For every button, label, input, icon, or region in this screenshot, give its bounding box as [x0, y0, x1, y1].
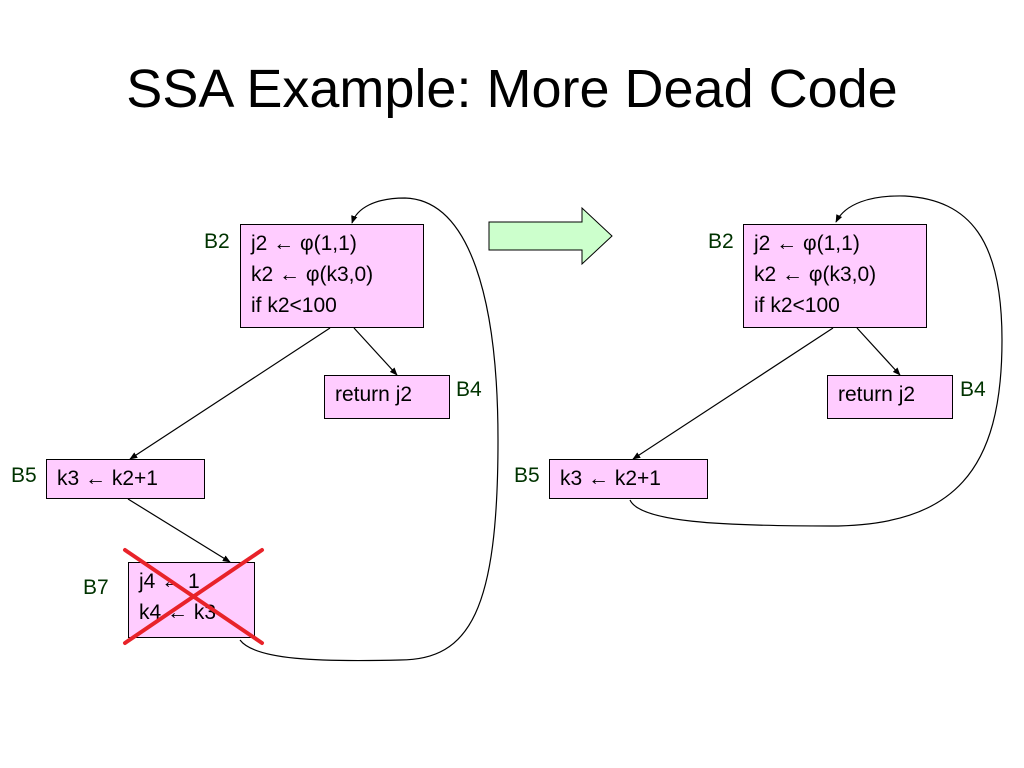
- left-b4-block: return j2: [324, 375, 450, 419]
- left-b7-label: B7: [83, 576, 109, 599]
- left-b7-block: j4 ← 1 k4 ← k3: [128, 562, 255, 638]
- left-b5-line-1: k3 ← k2+1: [57, 467, 158, 490]
- right-b2-line-2: k2 ← φ(k3,0): [754, 263, 877, 286]
- edge-left-b5-b7: [127, 498, 231, 563]
- right-b2-label: B2: [708, 230, 734, 253]
- edge-right-b2-b4: [856, 327, 901, 376]
- right-b2-line-3: if k2<100: [754, 294, 840, 317]
- left-b7-line-1: j4 ← 1: [139, 570, 200, 593]
- right-b4-block: return j2: [827, 375, 953, 419]
- edge-right-b2-b5: [632, 327, 834, 460]
- edge-left-b2-b4: [353, 327, 398, 376]
- left-b7-line-2: k4 ← k3: [139, 601, 217, 624]
- right-b4-line-1: return j2: [838, 383, 916, 406]
- left-b5-label: B5: [11, 464, 37, 487]
- left-b2-line-1: j2 ← φ(1,1): [251, 232, 357, 255]
- left-b4-label: B4: [456, 378, 482, 401]
- right-b5-line-1: k3 ← k2+1: [560, 467, 661, 490]
- left-b2-line-2: k2 ← φ(k3,0): [251, 263, 374, 286]
- left-b5-block: k3 ← k2+1: [46, 459, 205, 499]
- right-b4-label: B4: [960, 378, 986, 401]
- left-b2-line-3: if k2<100: [251, 294, 337, 317]
- right-b2-line-1: j2 ← φ(1,1): [754, 232, 860, 255]
- block-arrow-right-icon: [488, 206, 613, 266]
- edge-left-b2-b5: [129, 327, 331, 460]
- left-b2-block: j2 ← φ(1,1) k2 ← φ(k3,0) if k2<100: [240, 224, 424, 328]
- slide-title: SSA Example: More Dead Code: [126, 59, 898, 119]
- right-b5-label: B5: [514, 464, 540, 487]
- right-b2-block: j2 ← φ(1,1) k2 ← φ(k3,0) if k2<100: [743, 224, 927, 328]
- left-b2-label: B2: [204, 230, 230, 253]
- right-b5-block: k3 ← k2+1: [549, 459, 708, 499]
- left-b4-line-1: return j2: [335, 383, 413, 406]
